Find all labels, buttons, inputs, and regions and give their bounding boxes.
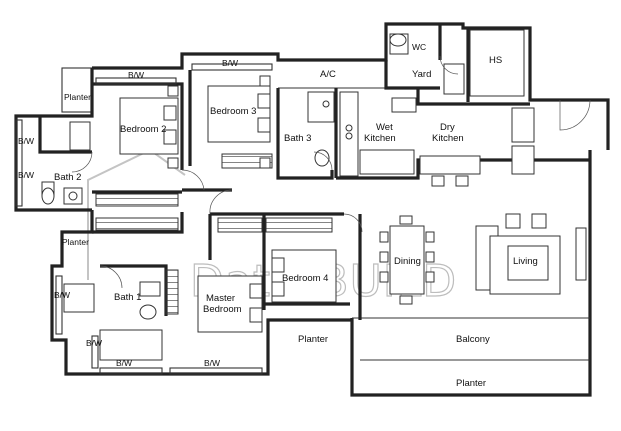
- living-dining-furniture: [379, 213, 587, 305]
- label-bedroom-3: Bedroom 3: [210, 106, 256, 117]
- bath-fixtures: [41, 29, 525, 361]
- kitchen-fixtures: [339, 91, 535, 187]
- label-balcony: Balcony: [456, 334, 490, 345]
- label-dry-kitchen-line1: Dry: [440, 122, 455, 133]
- label-master-bedroom-line2: Bedroom: [203, 304, 242, 315]
- label-wc: WC: [412, 42, 426, 52]
- label-bw-left-4: B/W: [86, 338, 102, 348]
- label-bw-left-3: B/W: [54, 290, 70, 300]
- bay-windows: [15, 63, 273, 375]
- label-ac: A/C: [320, 69, 336, 80]
- wardrobes: [95, 153, 333, 315]
- label-dining: Dining: [394, 256, 421, 267]
- label-bath-1: Bath 1: [114, 292, 141, 303]
- label-wet-kitchen-line1: Wet: [376, 122, 393, 133]
- label-wet-kitchen-line2: Kitchen: [364, 133, 396, 144]
- label-hs: HS: [489, 55, 502, 66]
- label-bw-left-1: B/W: [18, 136, 34, 146]
- label-bedroom-2: Bedroom 2: [120, 124, 166, 135]
- label-bw-bottom-2: B/W: [204, 358, 220, 368]
- label-living: Living: [513, 256, 538, 267]
- label-bw-top-2: B/W: [222, 58, 238, 68]
- label-planter-mid: Planter: [298, 334, 328, 345]
- label-master-bedroom-line1: Master: [206, 293, 235, 304]
- label-planter-top-left: Planter: [64, 92, 91, 102]
- label-bedroom-4: Bedroom 4: [282, 273, 328, 284]
- label-bath-3: Bath 3: [284, 133, 311, 144]
- label-bw-top-1: B/W: [128, 70, 144, 80]
- doors: [71, 55, 591, 289]
- beds: [119, 75, 337, 333]
- label-yard: Yard: [412, 69, 431, 80]
- label-dry-kitchen-line2: Kitchen: [432, 133, 464, 144]
- label-bw-bottom-1: B/W: [116, 358, 132, 368]
- label-planter-bottom: Planter: [456, 378, 486, 389]
- room-labels: Planter B/W B/W A/C WC Yard HS Bedroom 2…: [18, 42, 538, 389]
- label-bath-2: Bath 2: [54, 172, 81, 183]
- watermark-house-icon: [87, 148, 186, 280]
- label-bw-left-2: B/W: [18, 170, 34, 180]
- label-planter-mid-left: Planter: [62, 237, 89, 247]
